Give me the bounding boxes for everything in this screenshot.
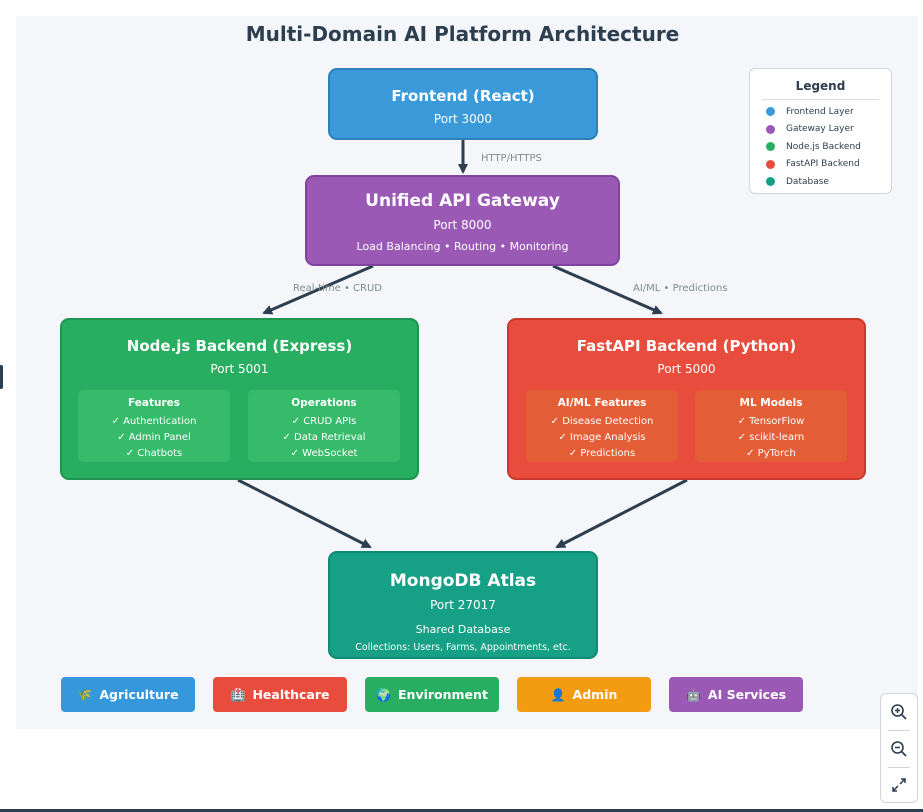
- nodejs-features-panel: Features ✓ Authentication ✓ Admin Panel …: [78, 390, 230, 462]
- fastapi-models-panel: ML Models ✓ TensorFlow ✓ scikit-learn ✓ …: [695, 390, 847, 462]
- nodejs-port: Port 5001: [210, 362, 269, 376]
- zoom-divider: [888, 767, 910, 768]
- legend-swatch: [766, 159, 775, 169]
- list-item: ✓ Data Retrieval: [282, 432, 366, 443]
- zoom-controls: [880, 693, 918, 803]
- list-item: ✓ CRUD APIs: [291, 416, 357, 427]
- legend-swatch: [766, 107, 775, 117]
- database-port: Port 27017: [430, 598, 496, 612]
- list-item: ✓ Disease Detection: [550, 416, 654, 427]
- domain-tag-label: Agriculture: [99, 687, 179, 702]
- database-title: MongoDB Atlas: [389, 571, 537, 591]
- zoom-divider: [888, 730, 910, 731]
- fastapi-features-title: AI/ML Features: [557, 397, 647, 409]
- edge-label-aiml: AI/ML • Predictions: [633, 283, 728, 294]
- nodejs-operations-title: Operations: [291, 397, 357, 409]
- domain-tag-healthcare[interactable]: 🏥 Healthcare: [213, 677, 347, 712]
- zoom-in-button[interactable]: [881, 694, 917, 730]
- side-panel-handle[interactable]: [0, 365, 3, 389]
- legend-label: FastAPI Backend: [786, 159, 860, 170]
- domain-tag-label: Admin: [572, 687, 618, 702]
- legend-label: Database: [786, 176, 829, 187]
- fastapi-port: Port 5000: [657, 362, 716, 376]
- frontend-title: Frontend (React): [391, 87, 535, 105]
- legend-item: Gateway Layer: [766, 121, 891, 139]
- gateway-node[interactable]: Unified API Gateway Port 8000 Load Balan…: [305, 175, 620, 266]
- database-node[interactable]: MongoDB Atlas Port 27017 Shared Database…: [328, 551, 598, 659]
- window-bottom-border: [0, 809, 923, 812]
- list-item: ✓ Chatbots: [125, 448, 183, 459]
- legend-title: Legend: [795, 79, 846, 93]
- gateway-desc: Load Balancing • Routing • Monitoring: [356, 240, 569, 253]
- list-item: ✓ Admin Panel: [117, 432, 191, 443]
- nodejs-operations-panel: Operations ✓ CRUD APIs ✓ Data Retrieval …: [248, 390, 400, 462]
- legend-item: Database: [766, 173, 891, 191]
- domain-tag-label: Environment: [398, 687, 488, 702]
- edge-label-realtime: Real-time • CRUD: [293, 283, 382, 294]
- user-icon: 👤: [550, 687, 566, 702]
- nodejs-title: Node.js Backend (Express): [126, 337, 353, 355]
- zoom-out-button[interactable]: [881, 731, 917, 767]
- domain-tag-admin[interactable]: 👤 Admin: [517, 677, 651, 712]
- legend-label: Frontend Layer: [786, 106, 854, 117]
- zoom-out-icon: [891, 741, 907, 757]
- legend-swatch: [766, 177, 775, 187]
- fastapi-title: FastAPI Backend (Python): [576, 337, 797, 355]
- legend-divider: [762, 99, 879, 100]
- list-item: ✓ PyTorch: [746, 448, 796, 459]
- expand-icon: [892, 778, 906, 792]
- hospital-icon: 🏥: [230, 687, 246, 702]
- list-item: ✓ WebSocket: [290, 448, 358, 459]
- robot-icon: 🤖: [685, 687, 701, 702]
- list-item: ✓ TensorFlow: [737, 416, 805, 427]
- gateway-port: Port 8000: [433, 218, 492, 232]
- domain-tag-environment[interactable]: 🌍 Environment: [365, 677, 499, 712]
- fastapi-models-title: ML Models: [739, 397, 803, 409]
- legend: Legend Frontend Layer Gateway Layer Node…: [749, 68, 892, 194]
- legend-swatch: [766, 124, 775, 134]
- globe-icon: 🌍: [376, 687, 392, 702]
- domain-tag-ai-services[interactable]: 🤖 AI Services: [669, 677, 803, 712]
- edge-label-http: HTTP/HTTPS: [481, 153, 542, 164]
- database-collections: Collections: Users, Farms, Appointments,…: [355, 642, 571, 653]
- legend-item: FastAPI Backend: [766, 156, 891, 174]
- domain-tag-label: Healthcare: [252, 687, 330, 702]
- legend-label: Gateway Layer: [786, 124, 854, 135]
- frontend-port: Port 3000: [433, 112, 493, 126]
- list-item: ✓ Authentication: [111, 416, 197, 427]
- legend-item: Frontend Layer: [766, 103, 891, 121]
- nodejs-features-title: Features: [128, 397, 180, 409]
- frontend-node[interactable]: Frontend (React) Port 3000: [328, 68, 598, 140]
- list-item: ✓ scikit-learn: [737, 432, 805, 443]
- fit-view-button[interactable]: [881, 767, 917, 803]
- zoom-in-icon: [891, 704, 907, 720]
- legend-item: Node.js Backend: [766, 138, 891, 156]
- domain-tag-agriculture[interactable]: 🌾 Agriculture: [61, 677, 195, 712]
- fastapi-features-panel: AI/ML Features ✓ Disease Detection ✓ Ima…: [526, 390, 678, 462]
- legend-label: Node.js Backend: [786, 141, 861, 152]
- domain-tag-label: AI Services: [707, 687, 787, 702]
- legend-swatch: [766, 142, 775, 152]
- wheat-icon: 🌾: [77, 687, 93, 702]
- diagram-title: Multi-Domain AI Platform Architecture: [245, 22, 680, 46]
- list-item: ✓ Predictions: [568, 448, 636, 459]
- gateway-title: Unified API Gateway: [365, 191, 560, 211]
- list-item: ✓ Image Analysis: [558, 432, 646, 443]
- database-desc: Shared Database: [415, 623, 511, 636]
